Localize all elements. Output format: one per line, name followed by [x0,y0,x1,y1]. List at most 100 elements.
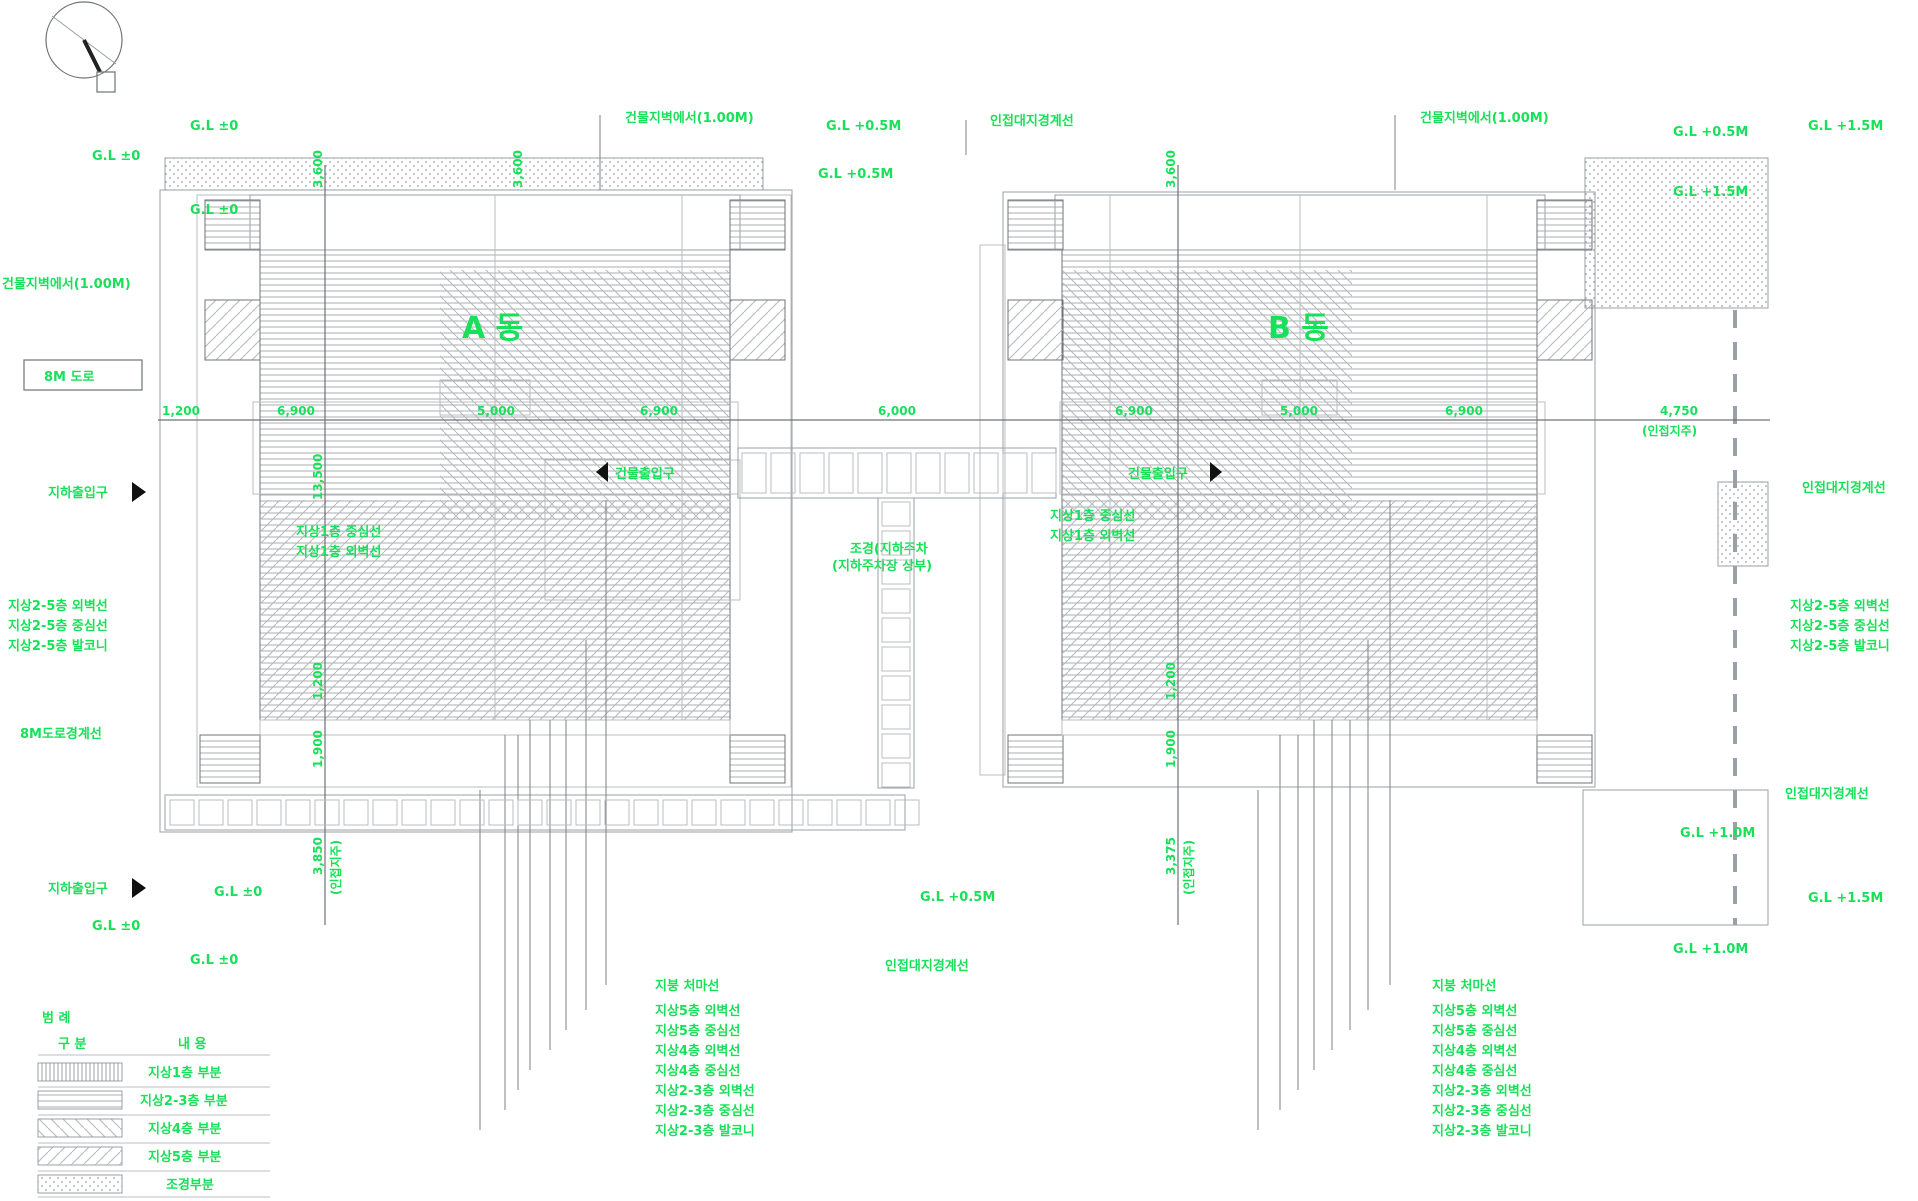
legend-row: 지상4층 부분 [148,1121,221,1137]
corridor-tile [881,530,911,556]
dimension-text: 1,200 [1164,662,1178,700]
road-label: 8M 도로 [44,370,94,385]
paving-tile [227,799,253,826]
callout-b: 지상2-3층 발코니 [1432,1123,1532,1139]
callout-a: 지상5층 중심선 [655,1023,740,1039]
paving-tile [169,799,195,826]
paving-tile [430,799,456,826]
entry-arrow-icon [596,462,608,482]
dimension-text: 4,750 [1660,404,1698,418]
entry-label-b: 건물출입구 [1128,466,1188,482]
legend-row: 조경부분 [166,1177,214,1193]
corridor-tile [857,452,883,494]
dimension-text: 6,900 [1115,404,1153,418]
entry-label-left-top: 지하출입구 [48,485,108,501]
side-callout-right: 지상2-5층 발코니 [1790,638,1890,654]
paving-row-a [164,794,906,831]
corridor-tile [881,646,911,672]
corridor-tile [881,501,911,527]
dimension-text: 13,500 [311,454,325,500]
paving-tile [720,799,746,826]
side-callout-left: 지상2-5층 발코니 [8,638,108,654]
callout-b: 지상5층 외벽선 [1432,1003,1517,1019]
corridor-tile [828,452,854,494]
corridor-tile [799,452,825,494]
setback-label-b-top: 건물지벽에서(1.00M) [1420,110,1549,126]
paving-tile [691,799,717,826]
callout-a: 지상4층 외벽선 [655,1043,740,1059]
paving-tile [865,799,891,826]
paving-tile [285,799,311,826]
a-floor-label-1: 지상1층 중심선 [296,524,381,540]
paving-tile [604,799,630,826]
corridor-tile [770,452,796,494]
building-a-label: A 동 [462,311,523,346]
corridor-tile [741,452,767,494]
dimension-text: 1,900 [1164,730,1178,768]
gl-label: G.L ±0 [190,119,238,134]
dimension-text: 3,850 [311,837,325,875]
road-label-box [23,359,143,391]
side-callout-right: 지상2-5층 외벽선 [1790,598,1890,614]
dimension-text: 6,900 [1445,404,1483,418]
callout-a: 지상2-3층 외벽선 [655,1083,755,1099]
dimension-text: 3,600 [511,150,525,188]
callout-a: 지붕 처마선 [655,978,719,994]
gl-label: G.L +0.5M [920,890,995,905]
gl-label: G.L ±0 [214,885,262,900]
gl-label: G.L +1.5M [1808,119,1883,134]
side-callout-right: 지상2-5층 중심선 [1790,618,1890,634]
paving-tile [836,799,862,826]
building-a [199,194,786,784]
gl-label: G.L +1.5M [1673,185,1748,200]
dimension-text: 1,200 [162,404,200,418]
paving-tile [488,799,514,826]
corridor-tile [1031,452,1057,494]
paving-tile [633,799,659,826]
legend-row: 지상5층 부분 [148,1149,221,1165]
corridor-tile [915,452,941,494]
callout-a: 지상2-3층 중심선 [655,1103,755,1119]
gl-label: G.L +0.5M [818,167,893,182]
paving-tile [517,799,543,826]
dimension-text: 1,900 [311,730,325,768]
paving-tile [401,799,427,826]
dimension-text: 6,900 [277,404,315,418]
site-outline-a [159,189,793,833]
entry-arrow-icon [1210,462,1222,482]
legend-row: 지상1층 부분 [148,1065,221,1081]
corridor-tile [1002,452,1028,494]
callout-b: 지상4층 중심선 [1432,1063,1517,1079]
boundary-label-right-low: 인접대지경계선 [1785,786,1869,802]
building-b-label: B 동 [1268,311,1329,346]
entry-arrow-icon [132,878,146,898]
b-floor-label-1: 지상1층 중심선 [1050,508,1135,524]
callout-b: 지상5층 중심선 [1432,1023,1517,1039]
corridor-tile [881,675,911,701]
gl-label: G.L +1.5M [1808,891,1883,906]
paving-tile [662,799,688,826]
boundary-label-top: 인접대지경계선 [990,113,1074,129]
gl-label: G.L ±0 [190,953,238,968]
paving-tile [575,799,601,826]
vertical-dimensions: 3,600 3,600 3,600 1,200 1,900 3,850 (인접지… [311,150,1196,895]
landscape-small-b [1717,481,1769,567]
courtyard-label-1: 조경(지하주차 [850,541,928,557]
dimension-text: 3,600 [1164,150,1178,188]
callout-b: 지상4층 외벽선 [1432,1043,1517,1059]
b-floor-label-2: 지상1층 외벽선 [1050,528,1135,544]
gl-label: G.L +1.0M [1680,826,1755,841]
corridor-tile [881,704,911,730]
gl-label: G.L +0.5M [1673,125,1748,140]
dimension-text: (인접지주) [328,840,343,895]
dimension-text: (인접지주) [1642,423,1697,438]
paving-tile [546,799,572,826]
landscape-strip-a [164,157,764,191]
setback-label-a-top: 건물지벽에서(1.00M) [625,110,754,126]
road-boundary-label: 8M도로경계선 [20,726,102,742]
side-callout-left: 지상2-5층 외벽선 [8,598,108,614]
callout-b: 지상2-3층 중심선 [1432,1103,1532,1119]
callout-b: 지상2-3층 외벽선 [1432,1083,1532,1099]
callout-a: 지상5층 외벽선 [655,1003,740,1019]
